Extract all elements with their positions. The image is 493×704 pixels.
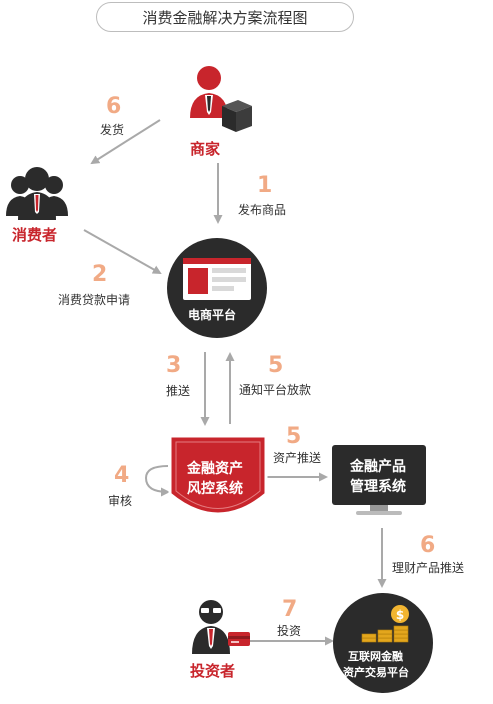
step-label: 发布商品 bbox=[238, 203, 287, 217]
step-label: 通知平台放款 bbox=[239, 383, 312, 397]
investor-label: 投资者 bbox=[190, 662, 236, 680]
step-number: 7 bbox=[282, 597, 298, 622]
exchange-label-line2: 资产交易平台 bbox=[343, 666, 409, 679]
step-number: 5 bbox=[268, 353, 284, 378]
ecommerce-label: 电商平台 bbox=[188, 308, 237, 322]
credit-card-icon bbox=[228, 632, 250, 646]
step-label: 投资 bbox=[277, 624, 302, 638]
step-number: 2 bbox=[92, 262, 108, 287]
step-label: 发货 bbox=[100, 123, 125, 137]
step-label: 理财产品推送 bbox=[392, 561, 465, 575]
risk-shield-icon bbox=[168, 434, 268, 516]
product-label-line1: 金融产品 bbox=[350, 459, 406, 475]
consumer-group-icon bbox=[6, 167, 68, 220]
arrow-loan-apply bbox=[83, 229, 162, 274]
ecommerce-platform-icon bbox=[167, 238, 267, 338]
exchange-platform-icon: $ bbox=[333, 593, 433, 693]
step-number: 6 bbox=[106, 94, 122, 119]
risk-label-line1: 金融资产 bbox=[187, 461, 243, 477]
step-label: 资产推送 bbox=[273, 451, 322, 465]
step-number: 5 bbox=[286, 424, 302, 449]
step-number: 3 bbox=[166, 353, 182, 378]
step-number: 1 bbox=[257, 173, 273, 198]
risk-label-line2: 风控系统 bbox=[187, 481, 243, 497]
step-label: 审核 bbox=[108, 494, 133, 508]
product-label-line2: 管理系统 bbox=[350, 479, 406, 495]
monitor-icon bbox=[332, 445, 426, 515]
step-number: 4 bbox=[114, 463, 130, 488]
merchant-label: 商家 bbox=[190, 140, 221, 158]
step-number: 6 bbox=[420, 533, 436, 558]
investor-person-icon bbox=[192, 600, 230, 654]
diagram-title: 消费金融解决方案流程图 bbox=[96, 2, 354, 32]
step-label: 推送 bbox=[166, 384, 191, 398]
exchange-label-line1: 互联网金融 bbox=[348, 650, 403, 663]
step-label: 消费贷款申请 bbox=[58, 293, 131, 307]
merchant-person-icon bbox=[190, 66, 228, 118]
arrow-ship bbox=[90, 119, 161, 165]
box-icon bbox=[222, 100, 252, 132]
consumer-label: 消费者 bbox=[12, 226, 58, 244]
arrow-review-loop bbox=[144, 465, 170, 497]
svg-text:$: $ bbox=[396, 608, 404, 622]
